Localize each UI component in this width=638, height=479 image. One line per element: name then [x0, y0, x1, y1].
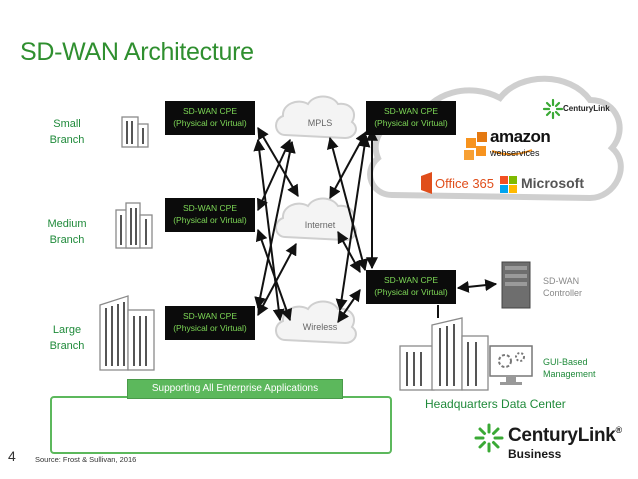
cpe-box-hq: SD-WAN CPE (Physical or Virtual): [366, 270, 456, 304]
large-branch-label: Large Branch: [44, 322, 90, 354]
page-title: SD-WAN Architecture: [20, 38, 254, 66]
management-label: GUI-Based Management: [543, 356, 596, 380]
mpls-label: MPLS: [307, 118, 333, 128]
medium-branch-label: Medium Branch: [44, 216, 90, 248]
microsoft-label: Microsoft: [521, 175, 584, 191]
aws-cubes-icon: [464, 132, 487, 160]
management-monitor-icon: [489, 345, 533, 385]
controller-label: SD-WAN Controller: [543, 275, 582, 299]
office-icon: [421, 172, 432, 194]
large-branch-label-line1: Large: [52, 324, 82, 336]
cpe-label-line1: SD-WAN CPE: [183, 106, 237, 116]
hq-label: Headquarters Data Center: [425, 397, 566, 411]
management-label-line2: Management: [543, 369, 596, 379]
cpe-label-line2: (Physical or Virtual): [374, 118, 448, 128]
hq-building-icon: [399, 317, 489, 391]
medium-branch-label-line1: Medium: [47, 218, 87, 230]
slide-number: 4: [8, 448, 16, 464]
applications-bar: [50, 396, 392, 454]
office365-label: Office 365: [435, 176, 495, 191]
amazon-webservices-label: webservices: [490, 148, 540, 158]
small-branch-label-line1: Small: [53, 118, 81, 130]
large-branch-building-icon: [99, 295, 155, 371]
cpe-box-cloud: SD-WAN CPE (Physical or Virtual): [366, 101, 456, 135]
cpe-label-line1: SD-WAN CPE: [384, 275, 438, 285]
cpe-box-small-branch: SD-WAN CPE (Physical or Virtual): [165, 101, 255, 135]
internet-label: Internet: [304, 220, 336, 230]
cpe-box-large-branch: SD-WAN CPE (Physical or Virtual): [165, 306, 255, 340]
amazon-smile-icon: [491, 149, 533, 156]
centurylink-small-logo-icon: [542, 98, 564, 120]
cpe-label-line2: (Physical or Virtual): [173, 215, 247, 225]
small-branch-label: Small Branch: [44, 116, 90, 148]
centurylink-brand-logo-icon: [474, 423, 504, 453]
controller-label-line1: SD-WAN: [543, 276, 580, 286]
small-branch-building-icon: [121, 116, 149, 148]
controller-label-line2: Controller: [543, 288, 583, 298]
brand-name: CenturyLink®: [508, 425, 622, 447]
amazon-label: amazon: [490, 127, 551, 146]
brand-registered-mark: ®: [615, 425, 623, 435]
cpe-label-line1: SD-WAN CPE: [384, 106, 438, 116]
cpe-label-line2: (Physical or Virtual): [173, 118, 247, 128]
cpe-label-line2: (Physical or Virtual): [173, 323, 247, 333]
server-icon: [501, 261, 531, 309]
cpe-label-line2: (Physical or Virtual): [374, 287, 448, 297]
support-banner: Supporting All Enterprise Applications: [127, 379, 343, 399]
management-label-line1: GUI-Based: [543, 357, 588, 367]
microsoft-logo-icon: [500, 176, 517, 193]
small-branch-label-line2: Branch: [49, 134, 85, 146]
cpe-label-line1: SD-WAN CPE: [183, 203, 237, 213]
cpe-label-line1: SD-WAN CPE: [183, 311, 237, 321]
large-branch-label-line2: Branch: [49, 340, 85, 352]
cpe-box-medium-branch: SD-WAN CPE (Physical or Virtual): [165, 198, 255, 232]
medium-branch-building-icon: [115, 202, 153, 249]
brand-name-text: CenturyLink: [508, 425, 616, 446]
brand-sub: Business: [508, 447, 562, 461]
medium-branch-label-line2: Branch: [49, 234, 85, 246]
centurylink-small-label: CenturyLink: [563, 104, 610, 113]
source-note: Source: Frost & Sullivan, 2016: [35, 455, 137, 464]
wireless-label: Wireless: [302, 322, 338, 332]
